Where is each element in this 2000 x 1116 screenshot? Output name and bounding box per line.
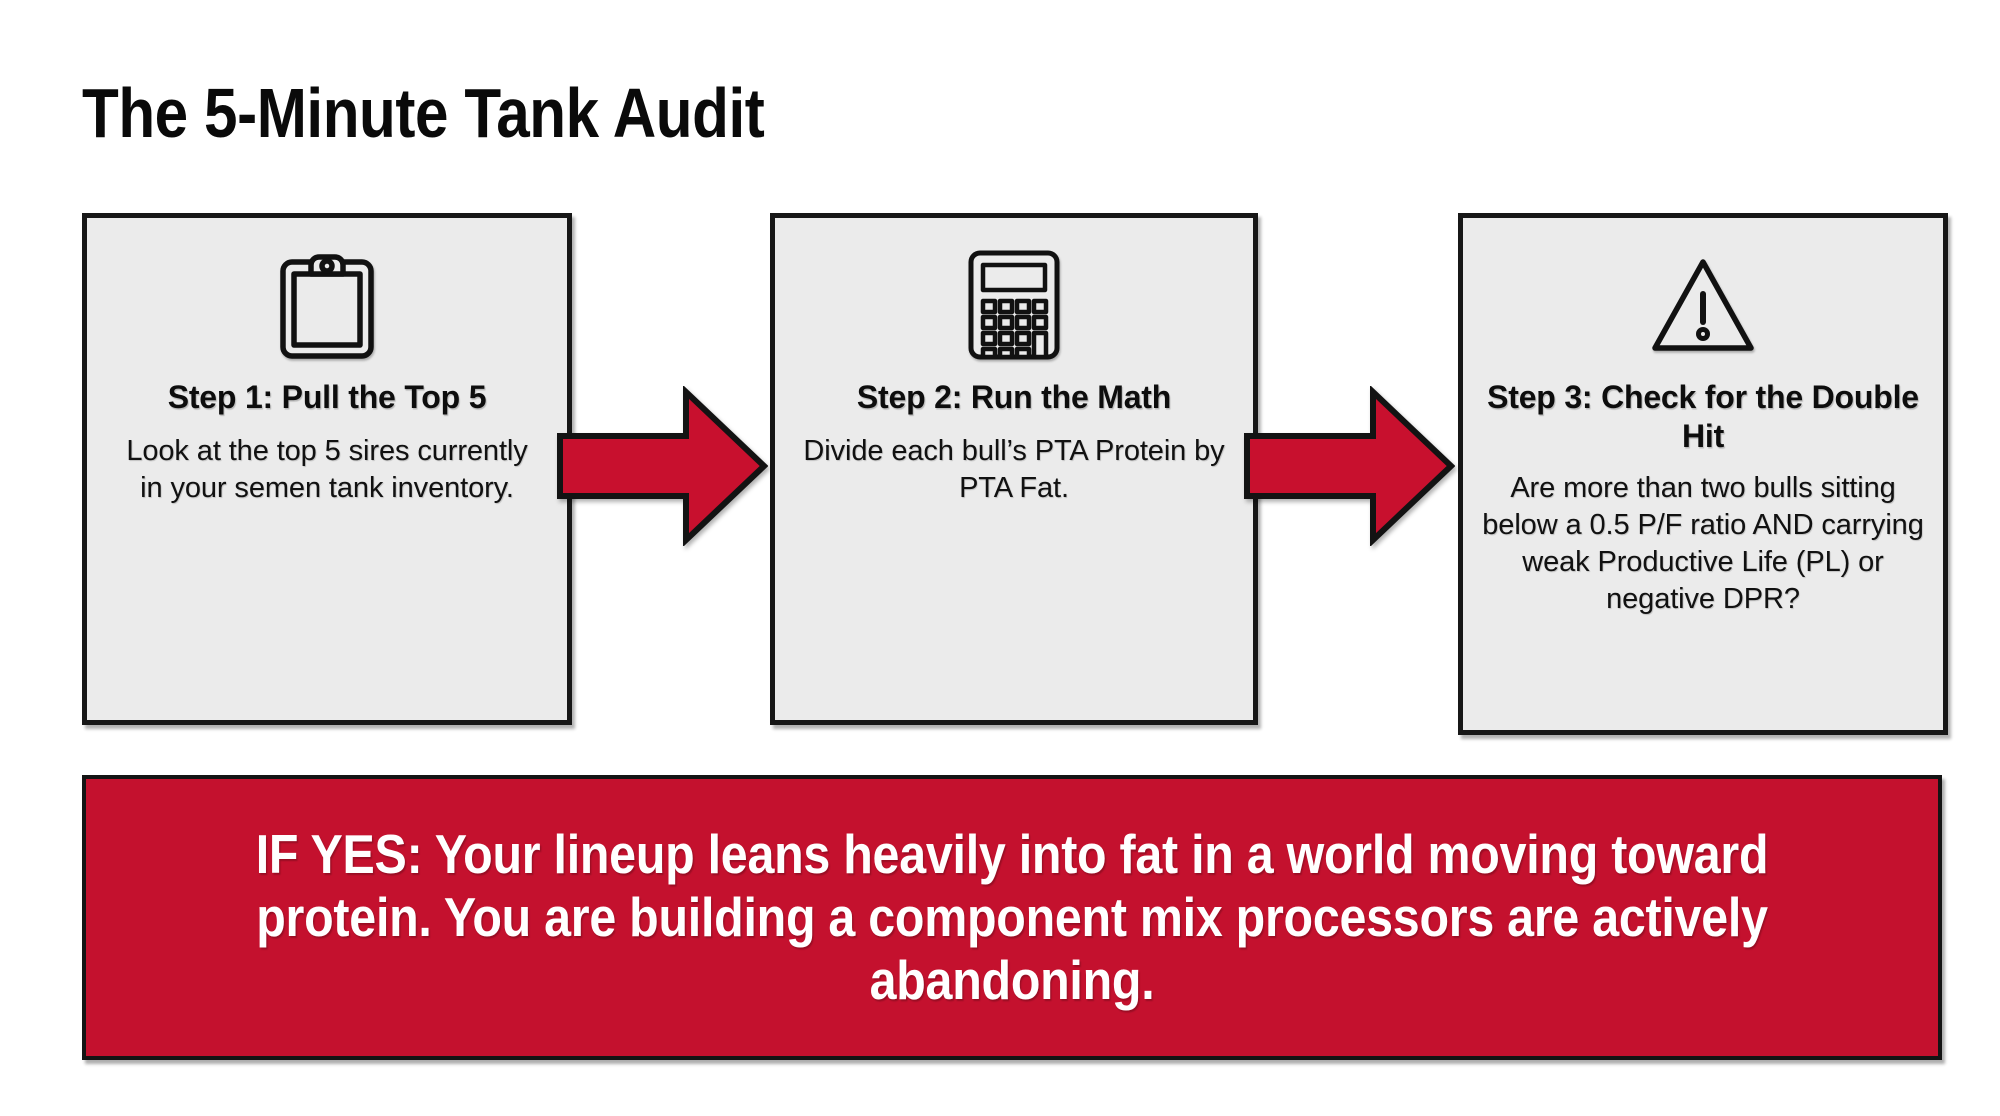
page-title: The 5-Minute Tank Audit xyxy=(82,74,765,152)
conclusion-banner-text: IF YES: Your lineup leans heavily into f… xyxy=(255,823,1769,1011)
step-card-3-body: Are more than two bulls sitting below a … xyxy=(1482,472,1924,616)
step-card-2: Step 2: Run the Math Divide each bull’s … xyxy=(770,213,1258,725)
calculator-icon xyxy=(965,246,1063,364)
step-card-3-heading: Step 3: Check for the Double Hit xyxy=(1487,379,1919,455)
step-card-3: Step 3: Check for the Double Hit Are mor… xyxy=(1458,213,1948,735)
step-card-1: Step 1: Pull the Top 5 Look at the top 5… xyxy=(82,213,572,725)
warning-triangle-icon xyxy=(1647,246,1759,364)
clipboard-icon xyxy=(275,246,379,364)
step-card-2-heading: Step 2: Run the Math xyxy=(856,379,1172,415)
conclusion-banner: IF YES: Your lineup leans heavily into f… xyxy=(82,775,1942,1060)
step-card-1-heading: Step 1: Pull the Top 5 xyxy=(167,379,487,415)
arrow-step2-to-step3 xyxy=(1243,386,1455,546)
step-card-2-body: Divide each bull’s PTA Protein by PTA Fa… xyxy=(803,435,1225,505)
arrow-step1-to-step2 xyxy=(556,386,768,546)
step-card-1-body: Look at the top 5 sires currently in you… xyxy=(126,435,528,505)
